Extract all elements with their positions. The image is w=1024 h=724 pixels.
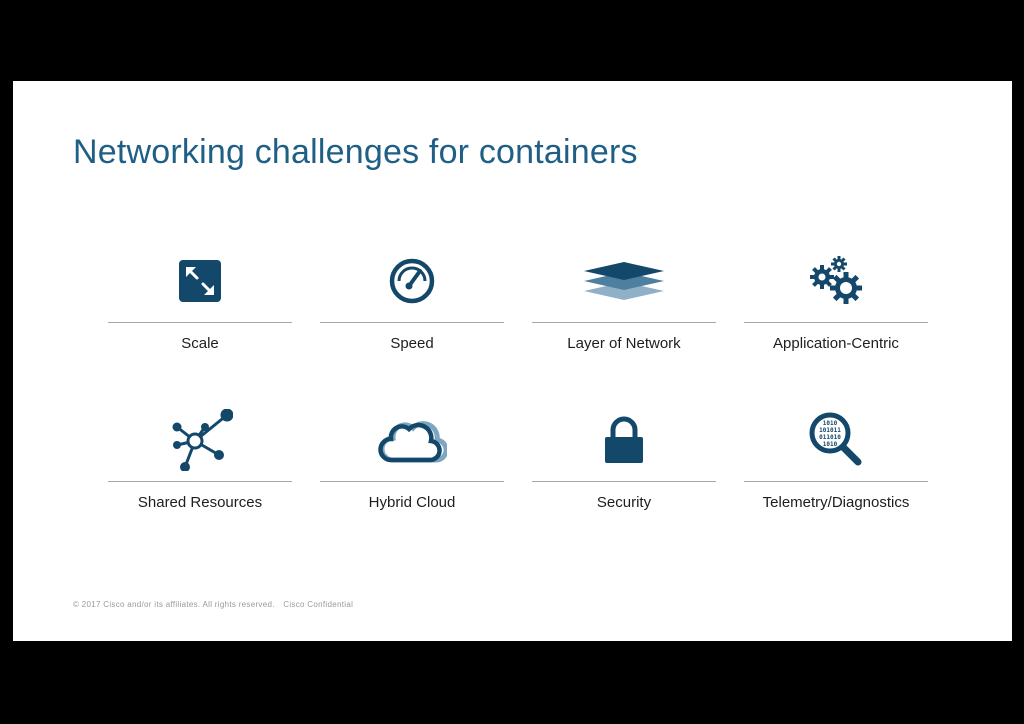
divider xyxy=(108,481,292,482)
binary-line: 101011 xyxy=(819,427,841,434)
tile-security: Security xyxy=(532,410,716,520)
copyright-text: © 2017 Cisco and/or its affiliates. All … xyxy=(73,600,275,609)
speedometer-icon xyxy=(377,251,447,311)
slide-title: Networking challenges for containers xyxy=(73,133,638,171)
slide: Networking challenges for containers Sca… xyxy=(13,81,1012,641)
tile-label: Shared Resources xyxy=(137,494,263,511)
tile-label: Speed xyxy=(390,335,434,352)
confidential-text: Cisco Confidential xyxy=(283,600,354,609)
tile-hybrid-cloud: Hybrid Cloud xyxy=(320,410,504,520)
tile-label: Hybrid Cloud xyxy=(368,494,456,511)
tile-telemetry-diagnostics: 1010 101011 011010 1010 Telemetry/Diagno… xyxy=(744,410,928,520)
divider xyxy=(744,481,928,482)
tile-application-centric: Application-Centric xyxy=(744,251,928,361)
tile-label: Scale xyxy=(181,335,219,352)
binary-line: 011010 xyxy=(819,434,841,441)
binary-line: 1010 xyxy=(823,441,838,448)
footer: © 2017 Cisco and/or its affiliates. All … xyxy=(73,600,359,609)
divider xyxy=(108,322,292,323)
tile-shared-resources: Shared Resources xyxy=(108,409,292,520)
binary-magnifier-icon: 1010 101011 011010 1010 xyxy=(801,410,871,470)
tile-label: Application-Centric xyxy=(773,335,899,352)
divider xyxy=(744,322,928,323)
divider xyxy=(532,322,716,323)
tile-layer-of-network: Layer of Network xyxy=(532,251,716,361)
divider xyxy=(320,322,504,323)
tile-label: Telemetry/Diagnostics xyxy=(762,494,910,511)
divider xyxy=(532,481,716,482)
divider xyxy=(320,481,504,482)
network-hub-icon xyxy=(165,409,235,471)
tile-label: Security xyxy=(596,494,652,511)
expand-arrows-icon xyxy=(165,251,235,311)
tile-scale: Scale xyxy=(108,251,292,361)
tile-label: Layer of Network xyxy=(567,335,681,352)
stacked-layers-icon xyxy=(579,251,669,311)
tile-speed: Speed xyxy=(320,251,504,361)
gears-icon xyxy=(801,251,871,311)
cloud-icon xyxy=(377,410,447,470)
lock-icon xyxy=(589,410,659,470)
binary-line: 1010 xyxy=(823,420,838,427)
